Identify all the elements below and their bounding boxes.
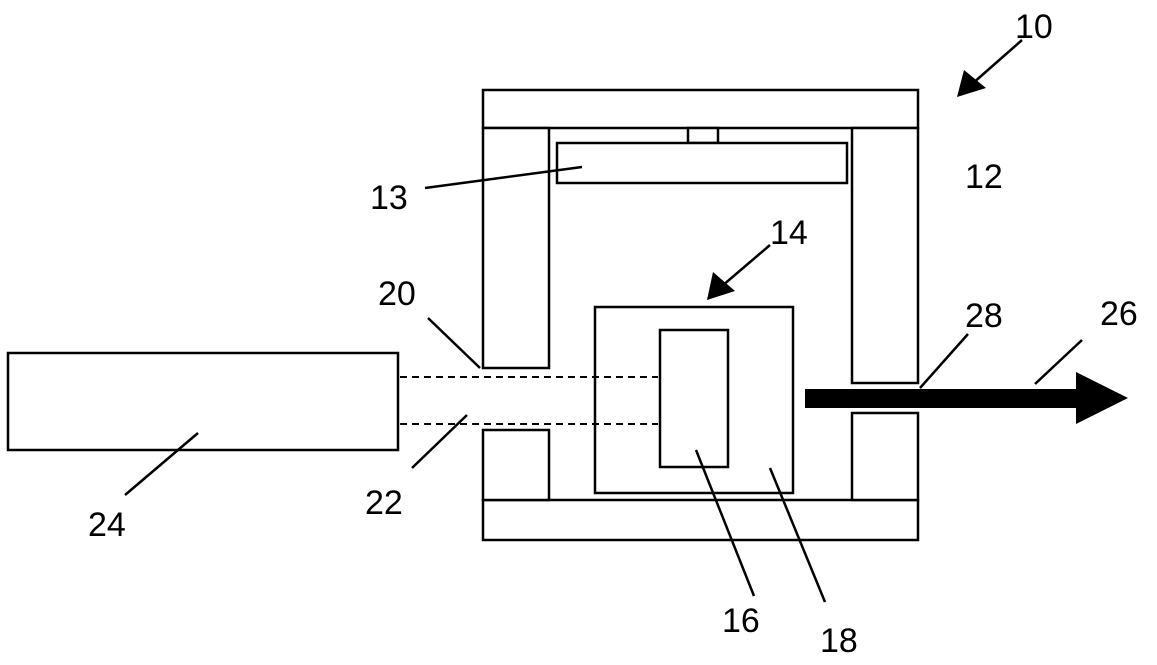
label-output-arrow: 26 — [1100, 295, 1138, 333]
label-source: 24 — [88, 506, 126, 544]
module — [595, 307, 793, 493]
leader-beam-top — [428, 318, 480, 368]
housing-left-upper-wall — [483, 128, 549, 368]
housing-right-upper-wall — [852, 128, 918, 383]
leader-output-arrow — [1035, 340, 1082, 384]
housing-right-lower-wall — [852, 413, 918, 500]
label-outer-block: 18 — [820, 622, 858, 660]
label-exit-opening: 28 — [965, 297, 1003, 335]
output-arrow-shaft — [805, 389, 1080, 408]
leader-exit-opening — [920, 334, 968, 388]
assembly-pointer-arrow — [957, 40, 1022, 97]
label-beam-top: 20 — [378, 275, 416, 313]
output-arrow-head — [1076, 372, 1128, 424]
assembly-pointer-shaft — [972, 40, 1022, 84]
label-assembly: 10 — [1015, 8, 1053, 46]
housing-left-lower-wall — [483, 430, 549, 500]
label-inner-block: 16 — [722, 602, 760, 640]
label-module: 14 — [770, 214, 808, 252]
leader-beam-bottom — [412, 415, 467, 468]
module-pointer-head — [707, 272, 735, 300]
label-housing: 12 — [965, 158, 1003, 196]
housing-bottom-bar — [483, 500, 918, 540]
top-plate — [557, 128, 847, 183]
label-beam-bottom: 22 — [365, 484, 403, 522]
source-box — [8, 353, 398, 450]
inner-block — [660, 330, 728, 467]
housing-top-bar — [483, 90, 918, 128]
top-plate-stem — [688, 128, 718, 143]
module-pointer-shaft — [722, 245, 770, 286]
module-pointer-arrow — [707, 245, 770, 300]
label-top-plate: 13 — [370, 179, 408, 217]
top-plate-body — [557, 143, 847, 183]
